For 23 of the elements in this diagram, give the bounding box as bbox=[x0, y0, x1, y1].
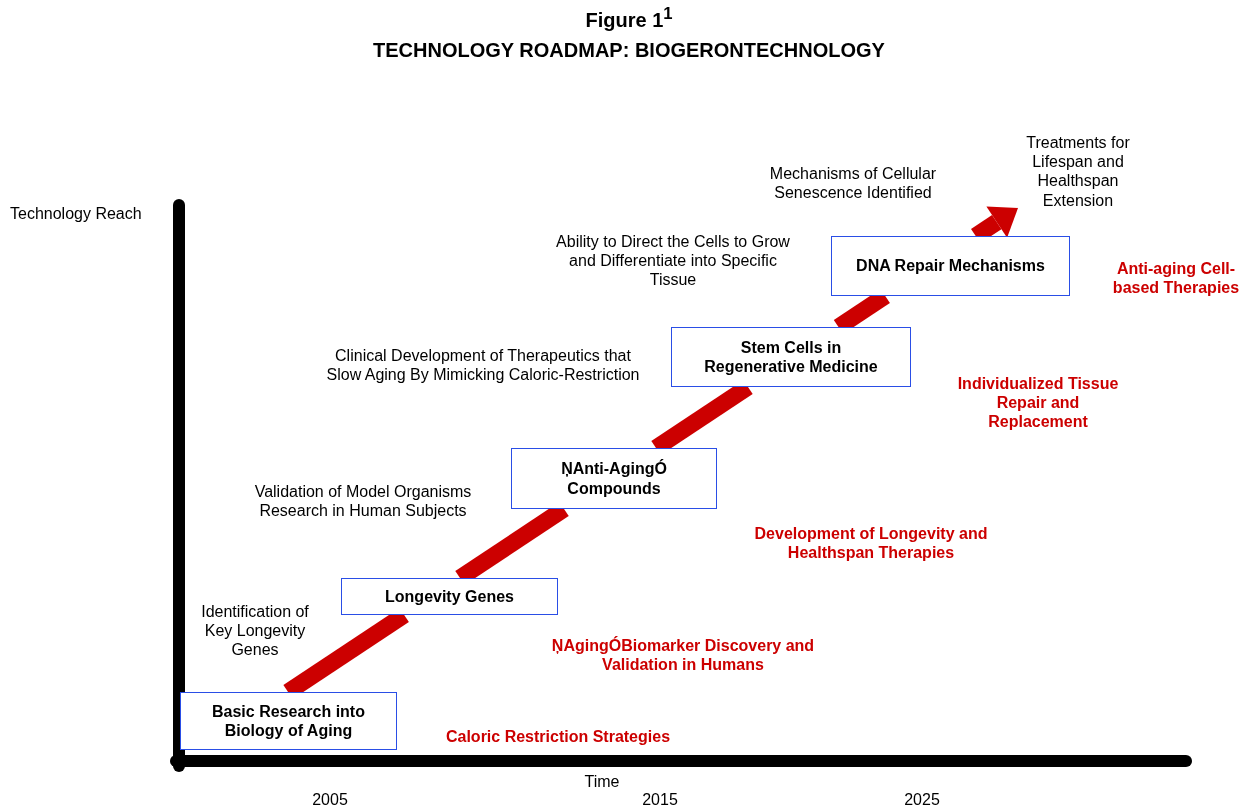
milestone-box: DNA Repair Mechanisms bbox=[831, 236, 1070, 296]
axis-label: Technology Reach bbox=[10, 204, 143, 224]
year-label: 2025 bbox=[903, 790, 941, 810]
strategy-label: ŅAgingÓBiomarker Discovery and Validation in Humans bbox=[550, 636, 816, 675]
figure-title: TECHNOLOGY ROADMAP: BIOGERONTECHNOLOGY bbox=[372, 38, 886, 62]
year-label: 2015 bbox=[641, 790, 679, 810]
milestone-box: Basic Research into Biology of Aging bbox=[180, 692, 397, 750]
strategy-label: Caloric Restriction Strategies bbox=[444, 727, 672, 747]
axis-label: Time bbox=[583, 772, 621, 792]
milestone-box: Stem Cells in Regenerative Medicine bbox=[671, 327, 911, 387]
milestone-box: Longevity Genes bbox=[341, 578, 558, 615]
milestone-note: Identification of Key Longevity Genes bbox=[200, 602, 310, 660]
milestone-note: Validation of Model Organisms Research in Human Subjects bbox=[253, 482, 473, 521]
figure-number: Figure 1$^{1}$ bbox=[584, 4, 674, 32]
milestone-note: Ability to Direct the Cells to Grow and Differentiate into Specific Tissue bbox=[555, 232, 791, 290]
strategy-label: Individualized Tissue Repair and Replacement bbox=[956, 374, 1120, 432]
milestone-note: Clinical Development of Therapeutics that Slow Aging By Mimicking Caloric-Restriction bbox=[325, 346, 641, 385]
milestone-note: Mechanisms of Cellular Senescence Identified bbox=[768, 164, 938, 203]
strategy-label: Development of Longevity and Healthspan Therapies bbox=[753, 524, 989, 563]
outcome-text: Treatments for Lifespan and Healthspan Extension bbox=[1018, 133, 1138, 210]
year-label: 2005 bbox=[311, 790, 349, 810]
strategy-label: Anti-aging Cell-based Therapies bbox=[1111, 259, 1241, 298]
milestone-box: ŅAnti-AgingÓ Compounds bbox=[511, 448, 717, 509]
